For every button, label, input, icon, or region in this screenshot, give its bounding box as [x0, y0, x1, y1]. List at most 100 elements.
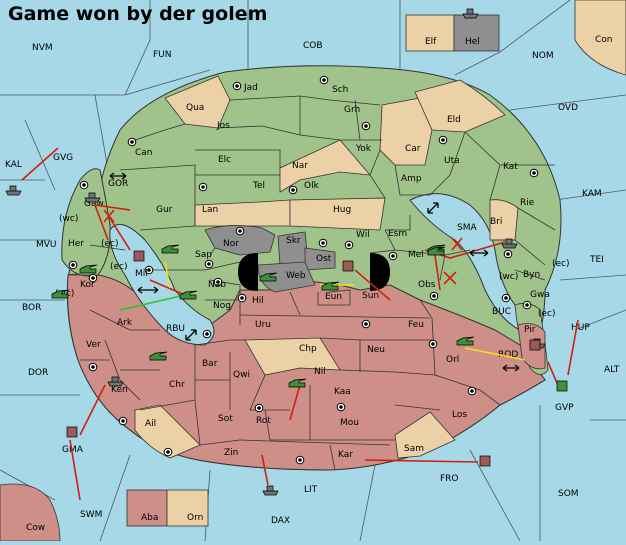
land_label-ail[interactable]: Ail — [145, 419, 156, 429]
province-chp[interactable] — [244, 337, 341, 376]
land_label-ken[interactable]: Ken — [111, 385, 128, 395]
land_label-mil[interactable]: Mil — [135, 269, 148, 279]
coast_label-gaw-ec[interactable]: (ec) — [101, 239, 119, 249]
land_label-byn[interactable]: Byn — [523, 270, 540, 280]
province-eld[interactable] — [414, 79, 506, 133]
sea_label-nvm[interactable]: NVM — [32, 43, 53, 53]
land_label-nog[interactable]: Nog — [213, 301, 231, 311]
land_label-rie[interactable]: Rie — [520, 198, 535, 208]
sea_label-gor[interactable]: GOR — [108, 179, 128, 189]
land_label-aba[interactable]: Aba — [141, 513, 158, 523]
fleet-unit-icon[interactable] — [107, 376, 124, 387]
land_label-kar[interactable]: Kar — [338, 450, 353, 460]
land_label-jad[interactable]: Jad — [243, 83, 258, 93]
army-unit-icon[interactable] — [479, 455, 491, 467]
land_label-kor[interactable]: Kor — [80, 280, 95, 290]
province-qua[interactable] — [164, 75, 231, 129]
sea_label-cob[interactable]: COB — [303, 41, 323, 51]
sea_label-gvg[interactable]: GVG — [53, 153, 73, 163]
fleet-unit-icon[interactable] — [501, 238, 518, 249]
land_label-bri[interactable]: Bri — [490, 217, 502, 227]
land_label-pir[interactable]: Pir — [524, 325, 536, 335]
fleet-unit-icon[interactable] — [5, 185, 22, 196]
land_label-eld[interactable]: Eld — [447, 115, 461, 125]
coast_label-gwa-wc[interactable]: (wc) — [499, 272, 518, 282]
sea_label-gma[interactable]: GMA — [62, 445, 84, 455]
coast_label-gwa-ec[interactable]: (ec) — [538, 309, 556, 319]
land_label-grh[interactable]: Grh — [344, 105, 360, 115]
land_label-mel[interactable]: Mel — [408, 250, 424, 260]
land_label-sam[interactable]: Sam — [404, 444, 424, 454]
land_label-nor[interactable]: Nor — [223, 239, 239, 249]
province-orn[interactable] — [166, 489, 209, 527]
sea_label-lit[interactable]: LIT — [304, 485, 318, 495]
sea_label-tei[interactable]: TEI — [589, 255, 604, 265]
sea_label-fun[interactable]: FUN — [153, 50, 172, 60]
land_label-esm[interactable]: Esm — [388, 229, 407, 239]
sea_label-kam[interactable]: KAM — [582, 189, 602, 199]
land_label-qua[interactable]: Qua — [186, 103, 204, 113]
land_label-amp[interactable]: Amp — [401, 174, 422, 184]
land_label-wil[interactable]: Wil — [356, 230, 370, 240]
fleet-unit-icon[interactable] — [462, 8, 479, 19]
land_label-nil[interactable]: Nil — [314, 367, 326, 377]
land_label-gur[interactable]: Gur — [156, 205, 173, 215]
coast_label-byn-ec[interactable]: (ec) — [552, 259, 570, 269]
army-unit-icon[interactable] — [79, 264, 98, 274]
land_label-nab[interactable]: Nab — [208, 280, 226, 290]
land_label-car[interactable]: Car — [405, 144, 421, 154]
land_label-chr[interactable]: Chr — [169, 380, 185, 390]
sea_label-rbu[interactable]: RBU — [166, 324, 185, 334]
fleet-unit-icon[interactable] — [262, 485, 279, 496]
army-unit-icon[interactable] — [259, 272, 278, 282]
land_label-her[interactable]: Her — [68, 239, 84, 249]
land_label-ost[interactable]: Ost — [316, 254, 332, 264]
army-unit-icon[interactable] — [529, 339, 541, 351]
army-unit-icon[interactable] — [288, 378, 307, 388]
sea_label-gvp[interactable]: GVP — [555, 403, 574, 413]
land_label-jos[interactable]: Jos — [216, 121, 230, 131]
land_label-sap[interactable]: Sap — [195, 250, 212, 260]
army-unit-icon[interactable] — [556, 380, 568, 392]
land_label-rot[interactable]: Rot — [256, 416, 271, 426]
land_label-orl[interactable]: Orl — [446, 355, 459, 365]
sea_label-kal[interactable]: KAL — [5, 160, 22, 170]
province-sam[interactable] — [394, 411, 456, 459]
sea_label-ovd[interactable]: OVD — [558, 103, 578, 113]
province-web[interactable] — [257, 261, 316, 293]
land_label-qwi[interactable]: Qwi — [233, 370, 250, 380]
land_label-nar[interactable]: Nar — [292, 161, 308, 171]
sea_label-nom[interactable]: NOM — [532, 51, 554, 61]
sea_label-alt[interactable]: ALT — [604, 365, 620, 375]
land_label-con[interactable]: Con — [595, 35, 613, 45]
land_label-olk[interactable]: Olk — [304, 181, 320, 191]
land_label-web[interactable]: Web — [286, 271, 306, 281]
land_label-sot[interactable]: Sot — [218, 414, 233, 424]
army-unit-icon[interactable] — [456, 336, 475, 346]
land_label-gwa[interactable]: Gwa — [530, 290, 550, 300]
land_label-zin[interactable]: Zin — [224, 448, 238, 458]
army-unit-icon[interactable] — [133, 250, 145, 262]
sea_label-som[interactable]: SOM — [558, 489, 579, 499]
land_label-chp[interactable]: Chp — [299, 344, 317, 354]
land_label-hel[interactable]: Hel — [465, 37, 480, 47]
army-unit-icon[interactable] — [51, 289, 70, 299]
land_label-uru[interactable]: Uru — [255, 320, 271, 330]
land_label-gaw[interactable]: Gaw — [84, 199, 104, 209]
province-hug[interactable] — [289, 197, 386, 231]
sea_label-fro[interactable]: FRO — [440, 474, 459, 484]
land_label-feu[interactable]: Feu — [408, 320, 424, 330]
land_label-elf[interactable]: Elf — [425, 37, 437, 47]
army-unit-icon[interactable] — [427, 246, 446, 256]
army-unit-icon[interactable] — [321, 281, 340, 291]
land_label-can[interactable]: Can — [135, 148, 153, 158]
land_label-uta[interactable]: Uta — [444, 156, 460, 166]
land_label-mou[interactable]: Mou — [340, 418, 359, 428]
land_label-hug[interactable]: Hug — [333, 205, 351, 215]
land_label-eun[interactable]: Eun — [325, 292, 342, 302]
land_label-bar[interactable]: Bar — [202, 359, 218, 369]
land_label-kaa[interactable]: Kaa — [334, 387, 351, 397]
sea_label-swm[interactable]: SWM — [80, 510, 102, 520]
province-hel[interactable] — [453, 14, 500, 52]
sea_label-hup[interactable]: HUP — [571, 323, 590, 333]
